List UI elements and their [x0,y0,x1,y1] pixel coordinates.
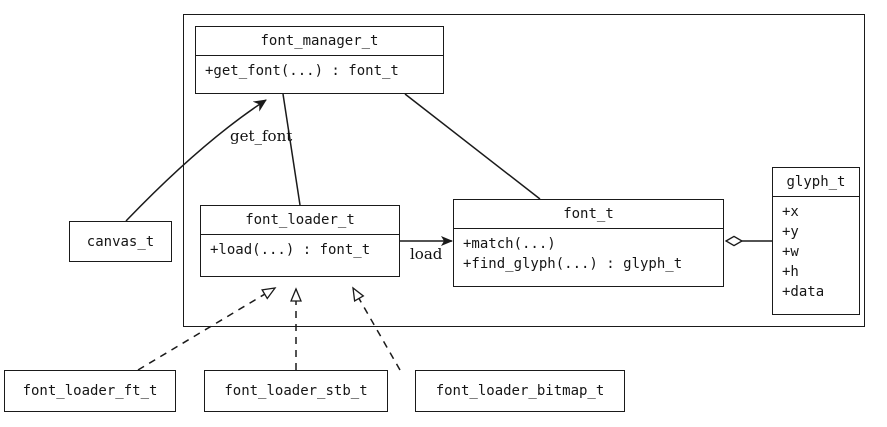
class-title-glyph-t: glyph_t [786,174,846,190]
class-member: +data [782,284,825,300]
class-member: +x [782,204,799,220]
class-title-font-loader-t: font_loader_t [245,212,355,228]
class-member: +find_glyph(...) : glyph_t [463,256,683,272]
class-members-font-loader-t: +load(...) : font_t [201,235,399,265]
edge-label-get-font: get_font [230,127,293,145]
class-box-font-loader-stb-t[interactable]: font_loader_stb_t [204,370,388,412]
class-member: +match(...) [463,236,556,252]
class-divider [773,196,859,197]
class-member: +load(...) : font_t [210,242,371,258]
class-title-font-loader-stb-t: font_loader_stb_t [224,383,368,399]
class-member: +h [782,264,799,280]
class-title-canvas-t: canvas_t [86,233,155,250]
class-title-font-loader-ft-t: font_loader_ft_t [22,383,158,399]
class-box-font-loader-bitmap-t[interactable]: font_loader_bitmap_t [415,370,625,412]
class-member: +y [782,224,799,240]
class-box-glyph-t[interactable]: glyph_t +x +y +w +h +data [772,167,860,315]
class-box-font-t[interactable]: font_t +match(...) +find_glyph(...) : gl… [453,199,724,287]
class-title-font-manager-t: font_manager_t [260,33,379,49]
class-divider [196,55,443,56]
class-member: +get_font(...) : font_t [205,63,399,79]
class-members-glyph-t: +x +y +w +h +data [773,197,859,307]
class-box-font-manager-t[interactable]: font_manager_t +get_font(...) : font_t [195,26,444,94]
edge-label-load: load [410,245,443,263]
class-title-font-t: font_t [563,206,614,222]
class-member: +w [782,244,799,260]
class-members-font-manager-t: +get_font(...) : font_t [196,56,443,86]
class-box-font-loader-t[interactable]: font_loader_t +load(...) : font_t [200,205,400,277]
class-box-canvas-t[interactable]: canvas_t [69,221,172,262]
class-divider [454,228,723,229]
class-title-font-loader-bitmap-t: font_loader_bitmap_t [435,383,605,399]
class-box-font-loader-ft-t[interactable]: font_loader_ft_t [4,370,176,412]
class-divider [201,234,399,235]
class-members-font-t: +match(...) +find_glyph(...) : glyph_t [454,229,723,279]
